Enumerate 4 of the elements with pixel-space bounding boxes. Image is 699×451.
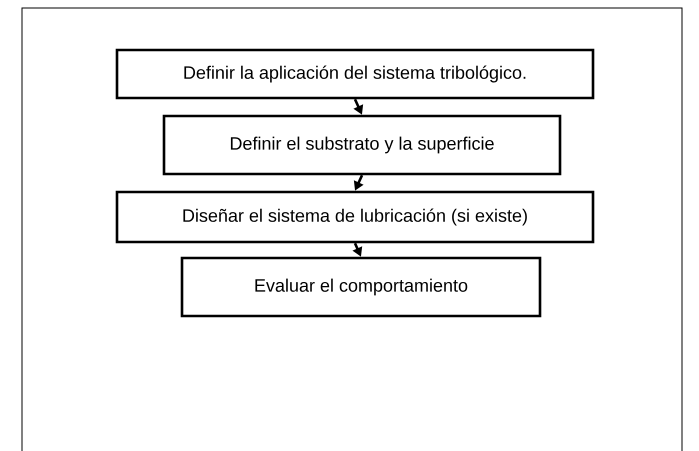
process-box: Definir el substrato y la superficie bbox=[162, 114, 562, 176]
process-box: Definir la aplicación del sistema tribológico. bbox=[116, 48, 594, 100]
process-box: Diseñar el sistema de lubricación (si existe) bbox=[116, 190, 594, 244]
process-box: Evaluar el comportamiento bbox=[180, 256, 542, 318]
